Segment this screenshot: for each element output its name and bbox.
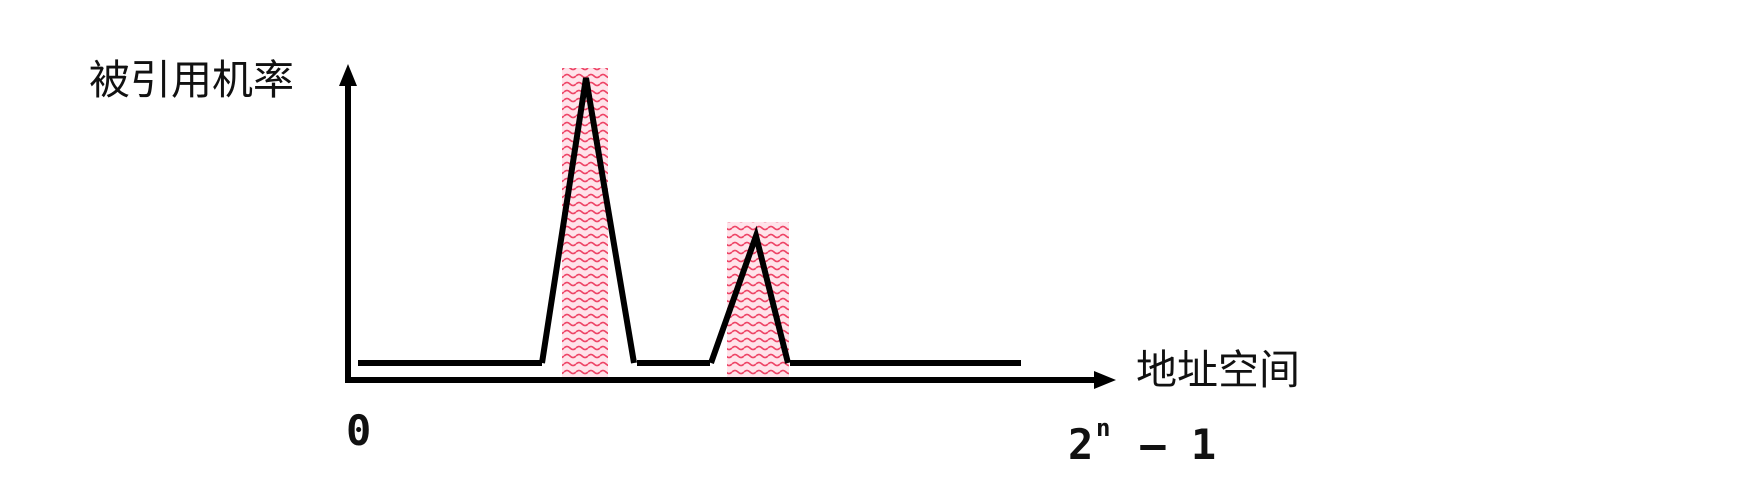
x-axis-arrow <box>1094 371 1116 389</box>
x-max-label: 2 n – 1 <box>1068 414 1216 469</box>
x-axis-label: 地址空间 <box>1136 346 1300 394</box>
svg-text:n: n <box>1096 414 1110 442</box>
y-axis-arrow <box>339 64 357 86</box>
probability-curve <box>358 77 1021 366</box>
svg-text:2: 2 <box>1068 420 1093 469</box>
x-min-label: 0 <box>346 406 371 455</box>
svg-text:– 1: – 1 <box>1115 420 1216 469</box>
y-axis-label: 被引用机率 <box>89 56 294 104</box>
hot-region-1 <box>562 68 608 380</box>
